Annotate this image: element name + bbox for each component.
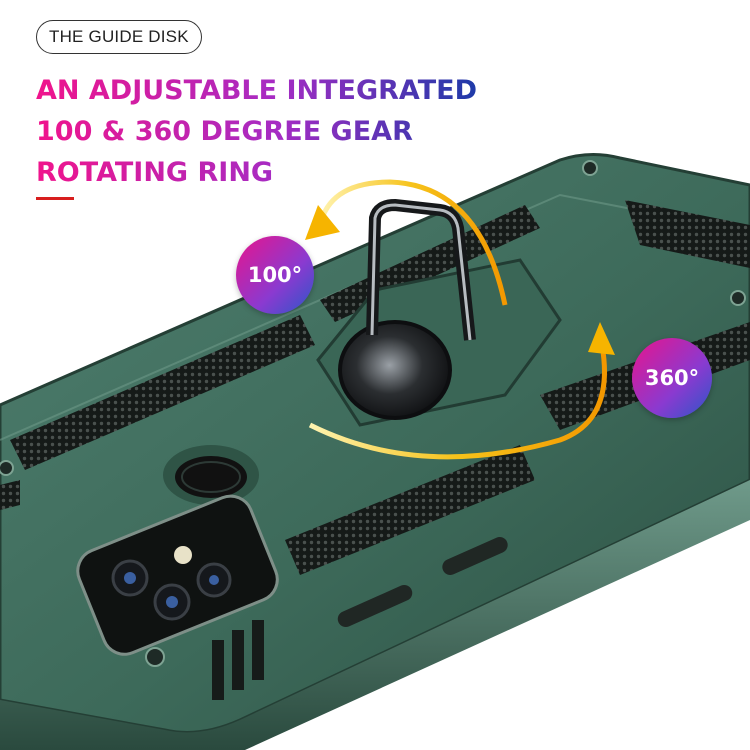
feature-headline: AN ADJUSTABLE INTEGRATED 100 & 360 DEGRE… bbox=[36, 70, 477, 193]
grip-panel bbox=[285, 445, 535, 575]
ring-holder-icon bbox=[316, 199, 562, 427]
guide-disk-label: THE GUIDE DISK bbox=[49, 27, 189, 46]
headline-line-1: AN ADJUSTABLE INTEGRATED bbox=[36, 70, 477, 111]
guide-disk-badge: THE GUIDE DISK bbox=[36, 20, 202, 54]
rotation-100-badge: 100° bbox=[236, 236, 314, 314]
grip-panel bbox=[10, 315, 315, 470]
case-side-rim bbox=[0, 480, 750, 750]
rotation-100-label: 100° bbox=[247, 263, 303, 287]
fingerprint-icon bbox=[163, 445, 259, 505]
grip-panel bbox=[625, 200, 750, 268]
headline-line-3: ROTATING RING bbox=[36, 152, 477, 193]
rotation-360-label: 360° bbox=[644, 366, 700, 390]
rotation-360-badge: 360° bbox=[632, 338, 712, 418]
speaker-grille bbox=[212, 620, 264, 700]
headline-line-2: 100 & 360 DEGREE GEAR bbox=[36, 111, 477, 152]
grip-panel bbox=[0, 480, 20, 510]
camera-icon bbox=[76, 494, 279, 656]
accent-underline bbox=[36, 197, 74, 200]
rotation-arrow-icon bbox=[305, 179, 615, 460]
